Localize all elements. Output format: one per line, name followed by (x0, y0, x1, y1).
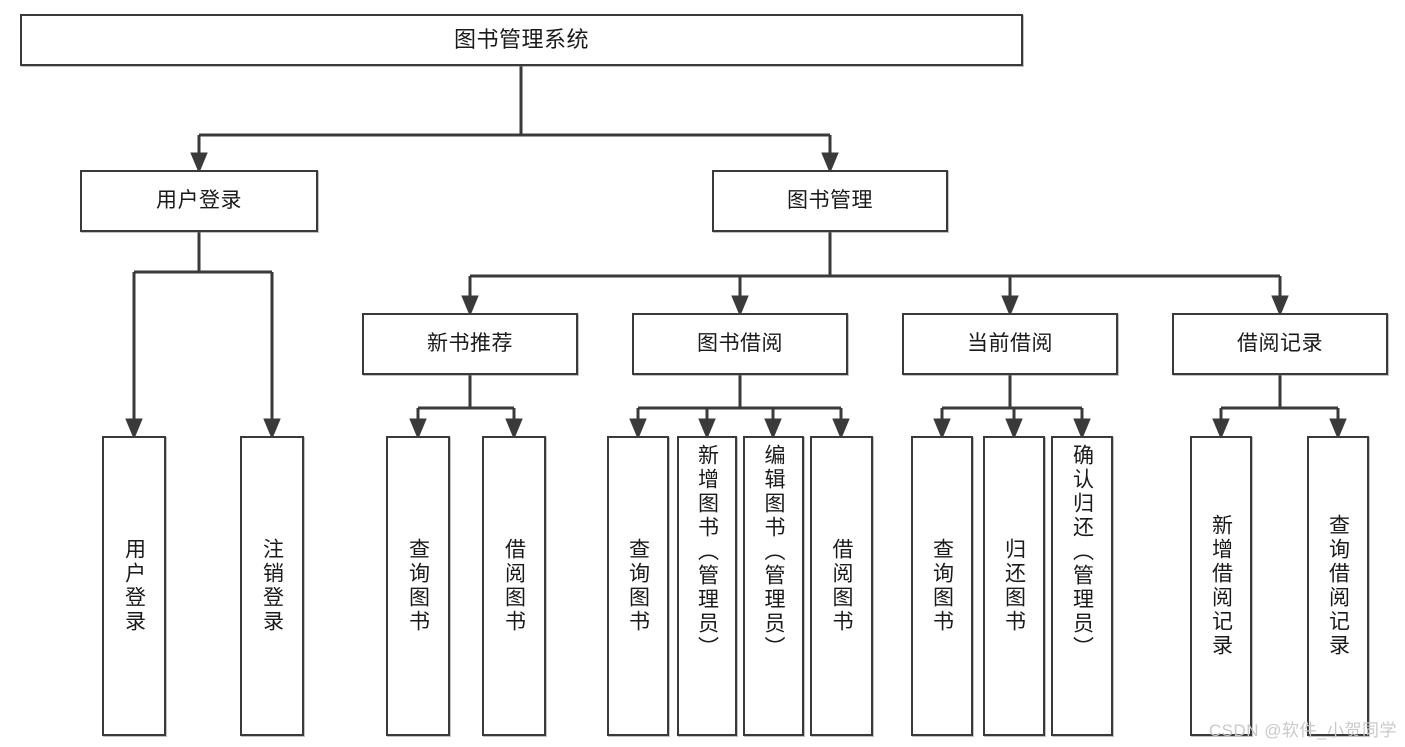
leaf-add-book-admin-label: 新增图书（管理员） (695, 444, 719, 660)
leaf-borrow-book-action-label: 借阅图书 (830, 538, 853, 634)
node-new-book-recommend[interactable]: 新书推荐 (362, 313, 578, 375)
leaf-query-book-current-label: 查询图书 (930, 538, 954, 634)
leaf-query-book-current[interactable]: 查询图书 (911, 436, 973, 736)
leaf-return-book-label: 归还图书 (1002, 538, 1026, 634)
watermark: CSDN @软件_小贺同学 (1208, 721, 1397, 740)
leaf-add-book-admin[interactable]: 新增图书（管理员） (677, 436, 737, 736)
leaf-add-borrow-record-label: 新增借阅记录 (1209, 514, 1233, 658)
leaf-borrow-book-recommend[interactable]: 借阅图书 (482, 436, 546, 736)
leaf-query-book-recommend-label: 查询图书 (406, 538, 430, 634)
node-borrow-record-label: 借阅记录 (1237, 331, 1323, 355)
leaf-user-logout-label: 注销登录 (260, 538, 284, 634)
leaf-confirm-return-admin[interactable]: 确认归还（管理员） (1051, 436, 1113, 736)
leaf-user-login-label: 用户登录 (122, 538, 146, 634)
leaf-query-book-borrow-label: 查询图书 (626, 538, 650, 634)
node-user-login-label: 用户登录 (156, 188, 242, 212)
node-book-management[interactable]: 图书管理 (712, 170, 948, 232)
node-borrow-record[interactable]: 借阅记录 (1172, 313, 1388, 375)
node-root-label: 图书管理系统 (453, 27, 589, 53)
node-book-borrow[interactable]: 图书借阅 (632, 313, 848, 375)
node-current-borrow-label: 当前借阅 (967, 331, 1053, 355)
node-root[interactable]: 图书管理系统 (20, 14, 1023, 66)
node-current-borrow[interactable]: 当前借阅 (902, 313, 1118, 375)
leaf-add-borrow-record[interactable]: 新增借阅记录 (1190, 436, 1252, 736)
leaf-edit-book-admin-label: 编辑图书（管理员） (762, 444, 785, 660)
leaf-confirm-return-admin-label: 确认归还（管理员） (1070, 444, 1094, 660)
leaf-user-logout[interactable]: 注销登录 (240, 436, 304, 736)
leaf-query-borrow-record[interactable]: 查询借阅记录 (1307, 436, 1369, 736)
node-book-management-label: 图书管理 (787, 188, 873, 212)
leaf-user-login[interactable]: 用户登录 (102, 436, 166, 736)
node-user-login[interactable]: 用户登录 (80, 170, 318, 232)
leaf-edit-book-admin[interactable]: 编辑图书（管理员） (743, 436, 804, 736)
leaf-borrow-book-recommend-label: 借阅图书 (502, 538, 526, 634)
leaf-query-book-borrow[interactable]: 查询图书 (607, 436, 669, 736)
leaf-query-book-recommend[interactable]: 查询图书 (386, 436, 450, 736)
node-new-book-recommend-label: 新书推荐 (427, 331, 513, 355)
node-book-borrow-label: 图书借阅 (697, 331, 783, 355)
leaf-return-book[interactable]: 归还图书 (983, 436, 1045, 736)
leaf-borrow-book-action[interactable]: 借阅图书 (810, 436, 873, 736)
leaf-query-borrow-record-label: 查询借阅记录 (1326, 514, 1350, 658)
